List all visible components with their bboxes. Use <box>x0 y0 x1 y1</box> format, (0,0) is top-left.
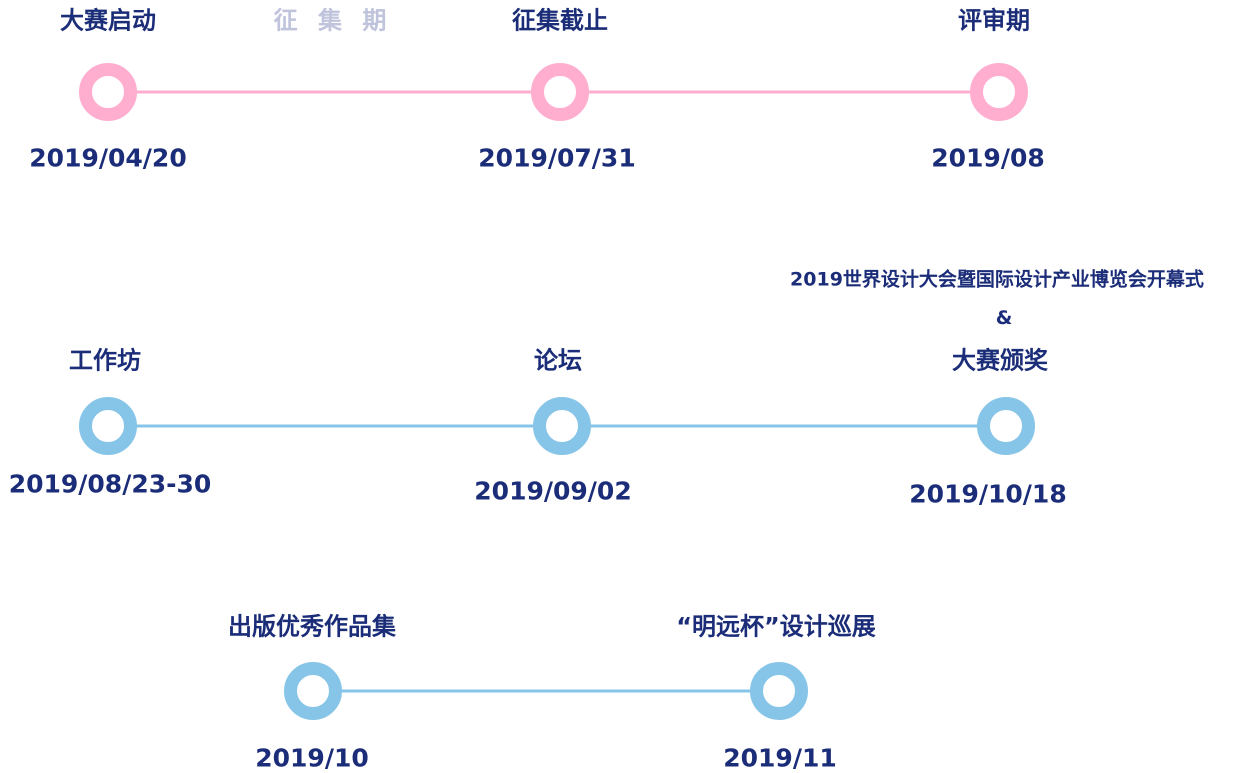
event-date: 2019/08 <box>931 143 1045 173</box>
event-title: 论坛 <box>534 346 582 375</box>
milestone-marker <box>284 662 342 720</box>
event-title-line1: 2019世界设计大会暨国际设计产业博览会开幕式 <box>790 268 1204 291</box>
event-title-amp: & <box>995 307 1013 329</box>
event-title: “明远杯”设计巡展 <box>676 612 876 641</box>
event-date: 2019/04/20 <box>29 143 187 173</box>
event-date: 2019/09/02 <box>474 476 632 506</box>
milestone-marker <box>531 63 589 121</box>
event-title: 工作坊 <box>69 346 141 375</box>
milestone-marker <box>533 397 591 455</box>
milestone-marker <box>79 397 137 455</box>
period-label: 征 集 期 <box>273 6 393 35</box>
milestone-marker <box>750 662 808 720</box>
event-date: 2019/10/18 <box>909 479 1067 509</box>
timeline-line-3 <box>313 689 779 693</box>
event-date: 2019/07/31 <box>478 143 636 173</box>
event-title: 大赛颁奖 <box>952 346 1048 375</box>
event-date: 2019/11 <box>723 743 837 773</box>
event-title: 大赛启动 <box>60 6 156 35</box>
event-title: 征集截止 <box>512 6 608 35</box>
milestone-marker <box>977 397 1035 455</box>
event-title: 评审期 <box>958 6 1030 35</box>
milestone-marker <box>79 63 137 121</box>
event-date: 2019/08/23-30 <box>8 469 212 499</box>
milestone-marker <box>970 63 1028 121</box>
event-title: 出版优秀作品集 <box>228 612 396 641</box>
event-date: 2019/10 <box>255 743 369 773</box>
